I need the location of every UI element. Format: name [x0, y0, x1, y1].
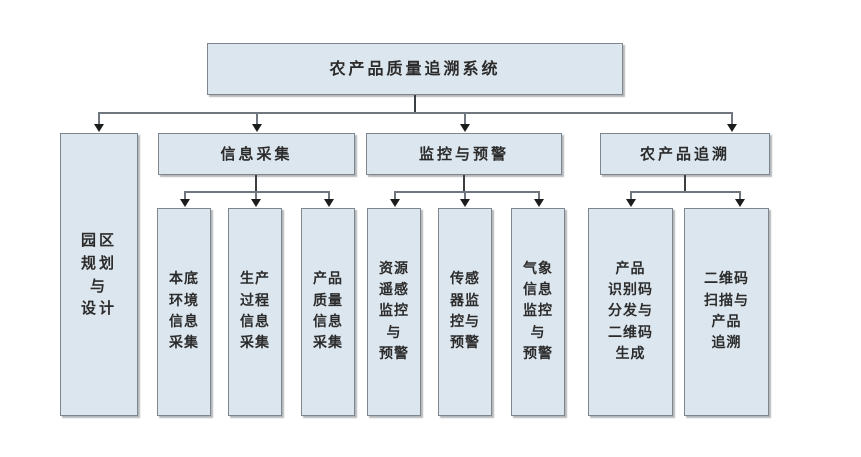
arrow-to-product-quality [324, 199, 334, 207]
connector-monitor-drop-3 [538, 191, 540, 201]
node-product-traceability[interactable]: 农产品追溯 [600, 133, 770, 175]
node-sensor-monitoring[interactable]: 传感 器监 控与 预警 [438, 208, 492, 416]
node-root-system[interactable]: 农产品质量追溯系统 [207, 43, 623, 95]
arrow-to-remote-sensing [390, 199, 400, 207]
connector-info-drop-2 [255, 191, 257, 201]
node-park-planning-label: 园区 规划 与 设计 [80, 230, 117, 318]
connector-drop-2 [256, 112, 258, 125]
connector-monitor-stem [463, 175, 465, 192]
connector-trace-drop-2 [739, 191, 741, 201]
node-resource-remote-sensing[interactable]: 资源 遥感 监控 与 预警 [367, 208, 421, 416]
node-production-process-collection[interactable]: 生产 过程 信息 采集 [228, 208, 282, 416]
connector-drop-4 [731, 112, 733, 125]
arrow-to-qr-scanning [735, 199, 745, 207]
connector-trace-drop-1 [630, 191, 632, 201]
arrow-to-sensor-monitoring [460, 199, 470, 207]
connector-info-bus [184, 191, 329, 193]
arrow-to-baseline-env [180, 199, 190, 207]
node-qr-scanning-product-trace[interactable]: 二维码 扫描与 产品 追溯 [684, 208, 769, 416]
arrow-to-production-process [251, 199, 261, 207]
node-weather-info-monitoring[interactable]: 气象 信息 监控 与 预警 [511, 208, 565, 416]
connector-monitor-bus [394, 191, 539, 193]
node-monitoring-warning[interactable]: 监控与预警 [366, 133, 562, 175]
connector-trace-stem [684, 175, 686, 192]
node-baseline-env-collection[interactable]: 本底 环境 信息 采集 [157, 208, 211, 416]
node-root-label: 农产品质量追溯系统 [329, 58, 501, 78]
node-baseline-env-collection-label: 本底 环境 信息 采集 [169, 271, 199, 352]
connector-monitor-drop-1 [394, 191, 396, 201]
arrow-to-park-planning [94, 124, 104, 132]
connector-monitor-drop-2 [464, 191, 466, 201]
node-sensor-monitoring-label: 传感 器监 控与 预警 [450, 271, 480, 352]
arrow-to-weather-monitoring [534, 199, 544, 207]
node-product-id-code-qr-generation[interactable]: 产品 识别码 分发与 二维码 生成 [588, 208, 673, 416]
node-weather-info-monitoring-label: 气象 信息 监控 与 预警 [523, 260, 553, 362]
node-product-quality-collection-label: 产品 质量 信息 采集 [313, 271, 343, 352]
connector-main-bus [98, 112, 732, 114]
node-product-quality-collection[interactable]: 产品 质量 信息 采集 [301, 208, 355, 416]
arrow-to-traceability [727, 124, 737, 132]
node-park-planning[interactable]: 园区 规划 与 设计 [60, 133, 138, 416]
node-info-collection[interactable]: 信息采集 [158, 133, 355, 175]
connector-drop-3 [464, 112, 466, 125]
connector-info-drop-3 [328, 191, 330, 201]
node-product-traceability-label: 农产品追溯 [639, 144, 730, 163]
node-info-collection-label: 信息采集 [220, 144, 293, 163]
arrow-to-monitoring [460, 124, 470, 132]
arrow-to-product-id-code [626, 199, 636, 207]
connector-root-stem [414, 95, 416, 113]
node-production-process-collection-label: 生产 过程 信息 采集 [240, 271, 270, 352]
node-monitoring-warning-label: 监控与预警 [418, 144, 509, 163]
connector-info-stem [255, 175, 257, 192]
node-resource-remote-sensing-label: 资源 遥感 监控 与 预警 [379, 260, 409, 362]
node-product-id-code-qr-generation-label: 产品 识别码 分发与 二维码 生成 [608, 260, 653, 362]
node-qr-scanning-product-trace-label: 二维码 扫描与 产品 追溯 [704, 271, 749, 352]
connector-trace-bus [630, 191, 740, 193]
connector-drop-1 [98, 112, 100, 125]
arrow-to-info-collection [252, 124, 262, 132]
connector-info-drop-1 [184, 191, 186, 201]
